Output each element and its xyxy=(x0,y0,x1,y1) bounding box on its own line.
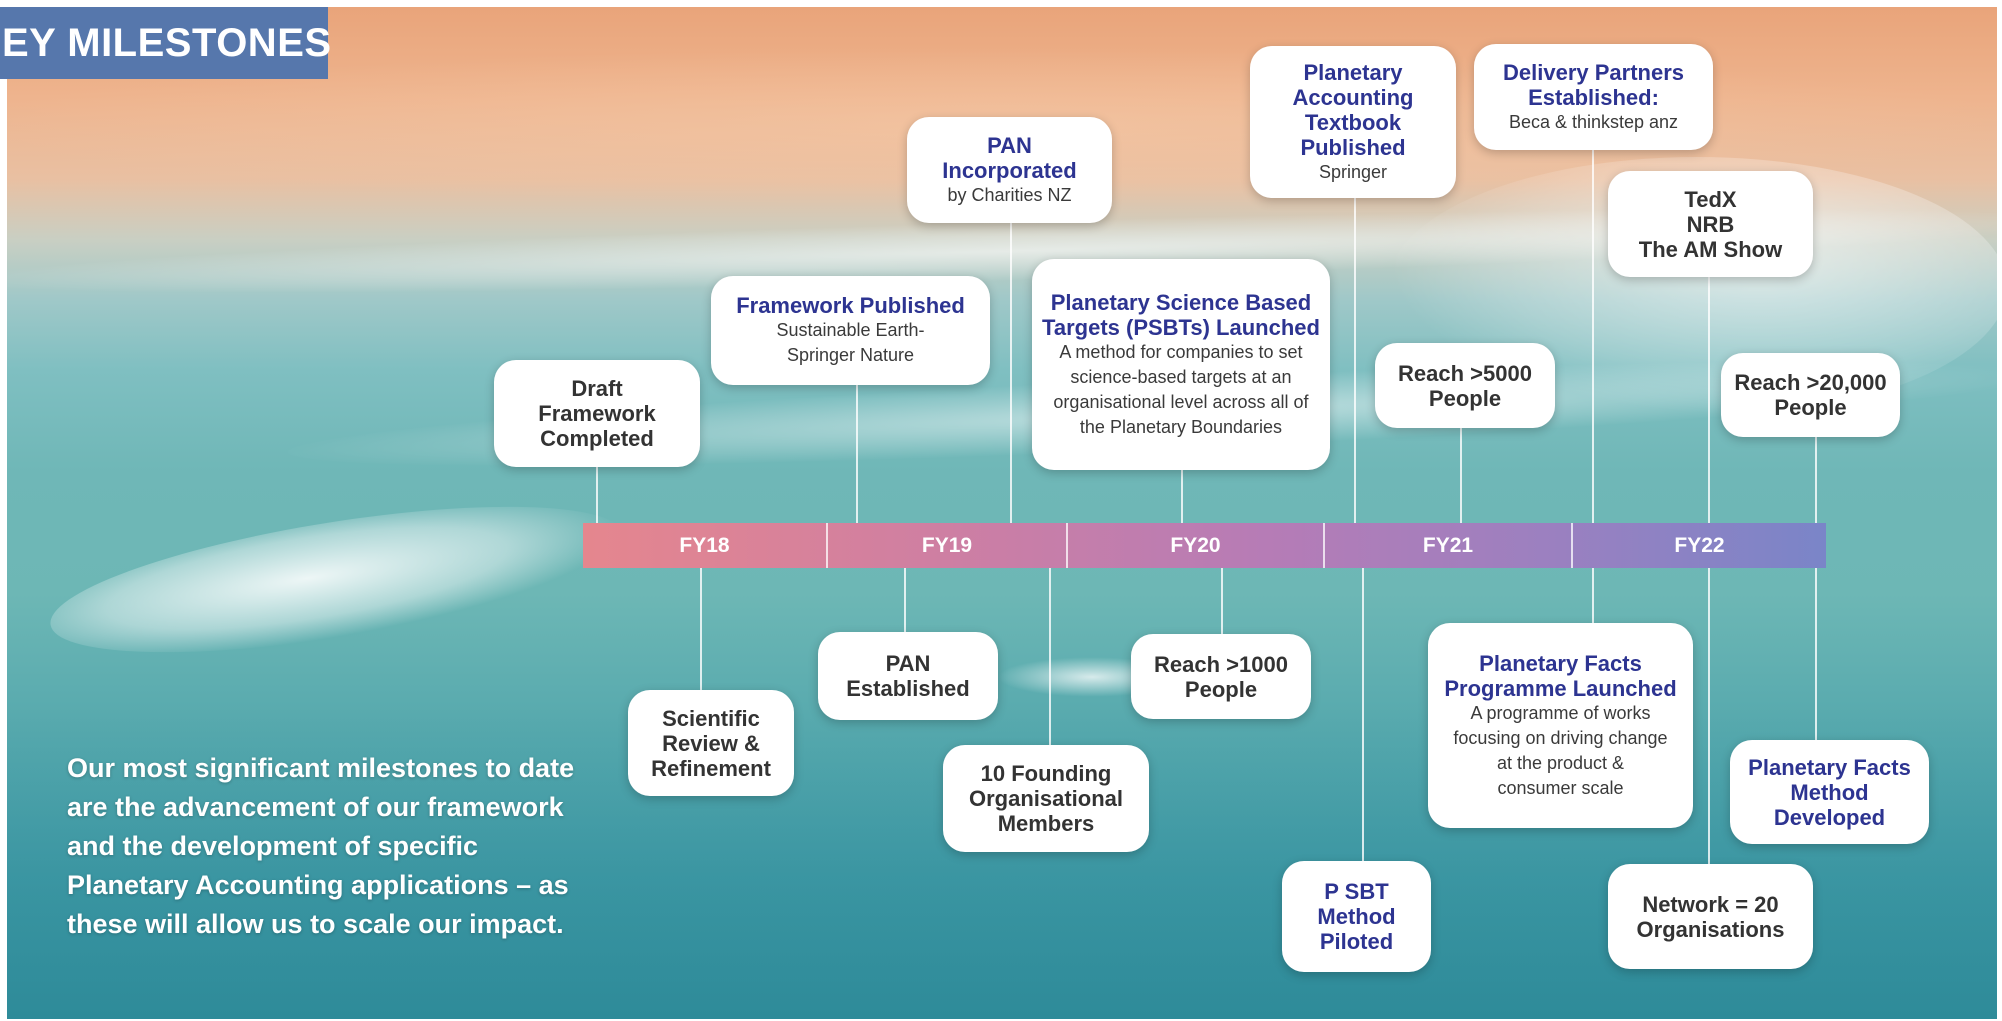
title-banner: EY MILESTONES xyxy=(0,7,331,79)
milestone-facts-method: Planetary Facts Method Developed xyxy=(1730,740,1929,844)
period-fy21: FY21 xyxy=(1323,523,1571,568)
milestone-title: TedX NRB The AM Show xyxy=(1638,186,1783,262)
milestone-title: Network = 20 Organisations xyxy=(1636,891,1785,942)
milestone-title: 10 Founding Organisational Members xyxy=(968,761,1124,836)
milestone-description: Springer xyxy=(1318,161,1388,182)
milestone-title: Reach >1000 People xyxy=(1154,651,1288,702)
milestone-reach-20000: Reach >20,000 People xyxy=(1721,353,1900,437)
milestone-title: Draft Framework Completed xyxy=(538,376,656,451)
milestone-title: Delivery Partners Established: xyxy=(1503,59,1684,110)
milestone-framework-published: Framework Published Sustainable Earth- S… xyxy=(711,276,990,385)
milestone-title: P SBT Method Piloted xyxy=(1317,879,1396,954)
milestone-title: Planetary Accounting Textbook Published xyxy=(1292,59,1414,160)
milestone-title: Reach >20,000 People xyxy=(1734,370,1887,420)
intro-paragraph: Our most significant milestones to date … xyxy=(67,753,575,939)
milestone-delivery-partners: Delivery Partners Established: Beca & th… xyxy=(1474,44,1713,150)
period-fy19: FY19 xyxy=(826,523,1066,568)
milestone-network-20: Network = 20 Organisations xyxy=(1608,864,1813,969)
period-fy20: FY20 xyxy=(1066,523,1323,568)
milestone-psbt-piloted: P SBT Method Piloted xyxy=(1282,861,1431,972)
milestone-facts-programme: Planetary Facts Programme Launched A pro… xyxy=(1428,623,1693,828)
milestone-title: Planetary Facts Method Developed xyxy=(1748,754,1911,830)
milestone-pan-incorporated: PAN Incorporated by Charities NZ xyxy=(907,117,1112,223)
milestone-title: Planetary Facts Programme Launched xyxy=(1444,650,1677,701)
milestone-scientific-review: Scientific Review & Refinement xyxy=(628,690,794,796)
milestone-title: Planetary Science Based Targets (PSBTs) … xyxy=(1042,289,1320,340)
milestone-description: A programme of works focusing on driving… xyxy=(1453,702,1668,798)
milestone-title: Framework Published xyxy=(736,293,965,318)
milestone-reach-5000: Reach >5000 People xyxy=(1375,343,1555,428)
milestone-title: PAN Incorporated xyxy=(942,132,1077,183)
page-title: EY MILESTONES xyxy=(2,20,332,65)
timeline-bar: FY18 FY19 FY20 FY21 FY22 xyxy=(583,523,1826,568)
milestone-draft-framework: Draft Framework Completed xyxy=(494,360,700,467)
milestone-title: PAN Established xyxy=(846,651,970,701)
milestone-reach-1000: Reach >1000 People xyxy=(1131,634,1311,719)
period-fy18: FY18 xyxy=(679,533,730,557)
milestone-description: Sustainable Earth- Springer Nature xyxy=(776,320,925,365)
milestone-textbook-published: Planetary Accounting Textbook Published … xyxy=(1250,46,1456,198)
milestone-founding-members: 10 Founding Organisational Members xyxy=(943,745,1149,852)
milestone-description: by Charities NZ xyxy=(947,184,1072,205)
milestone-pan-established: PAN Established xyxy=(818,632,998,720)
milestone-title: Reach >5000 People xyxy=(1398,360,1532,411)
milestone-description: A method for companies to set science-ba… xyxy=(1053,341,1309,437)
milestone-title: Scientific Review & Refinement xyxy=(651,705,771,781)
milestone-description: Beca & thinkstep anz xyxy=(1508,111,1679,132)
milestone-psbts-launched: Planetary Science Based Targets (PSBTs) … xyxy=(1032,259,1330,470)
milestone-media-appearances: TedX NRB The AM Show xyxy=(1608,171,1813,277)
period-fy22: FY22 xyxy=(1571,523,1826,568)
